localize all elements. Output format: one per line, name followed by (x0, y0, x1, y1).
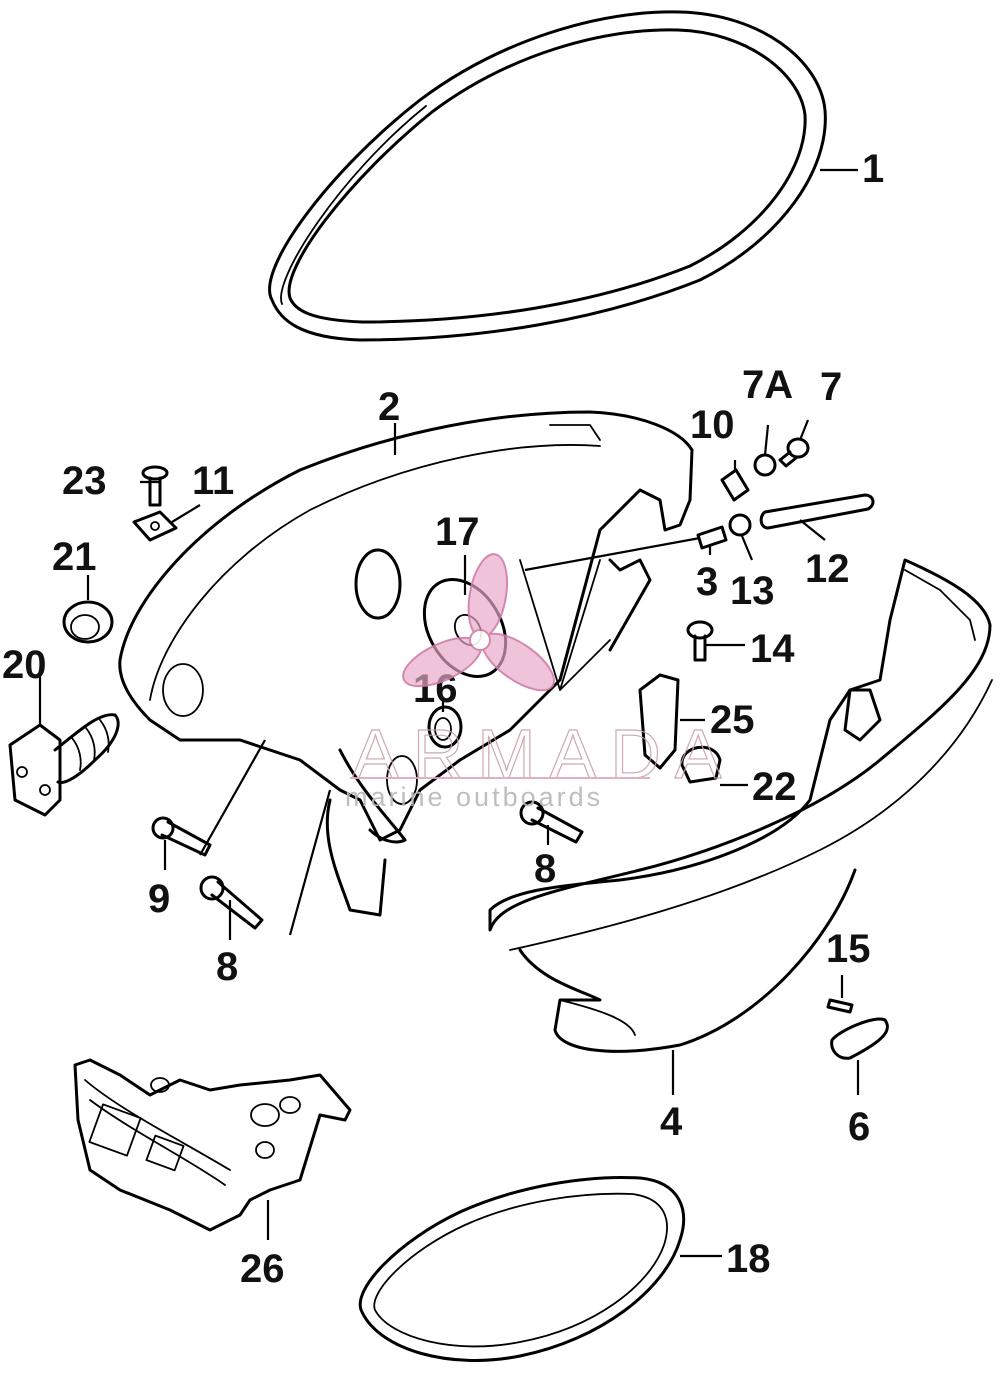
callout-23: 23 (62, 459, 107, 503)
part-8-bolt-right[interactable] (519, 800, 584, 844)
part-7a-washer[interactable] (753, 453, 777, 477)
part-15-screw[interactable] (826, 998, 854, 1014)
callout-4: 4 (660, 1100, 683, 1144)
part-1-top-seal[interactable] (268, 10, 827, 342)
part-2-upper-cowl[interactable] (118, 410, 694, 917)
callout-2: 2 (378, 385, 400, 429)
callout-10: 10 (690, 403, 735, 447)
part-26-bracket[interactable] (73, 1058, 352, 1232)
callout-26: 26 (240, 1247, 285, 1291)
callout-17: 17 (435, 510, 480, 554)
callout-1: 1 (862, 147, 884, 191)
part-11-clip[interactable] (132, 510, 178, 542)
callout-13: 13 (730, 569, 775, 613)
callout-9: 9 (148, 877, 170, 921)
callout-6: 6 (848, 1105, 870, 1149)
callout-20: 20 (2, 643, 47, 687)
part-6-knob[interactable] (830, 1017, 889, 1060)
callout-14: 14 (750, 627, 795, 671)
propeller-icon (402, 553, 555, 692)
callout-8-right: 8 (534, 847, 556, 891)
callout-labels: 1 2 3 4 6 7 7A 8 8 9 10 11 12 13 14 15 1… (2, 147, 884, 1291)
part-3-bushing[interactable] (696, 525, 728, 550)
watermark: ARMADA marine outboards (345, 553, 735, 812)
part-20-grommet[interactable] (8, 713, 120, 817)
callout-25: 25 (710, 698, 755, 742)
part-21-ring[interactable] (62, 600, 114, 644)
part-25-bracket[interactable] (638, 673, 680, 770)
part-14-screw[interactable] (686, 620, 714, 662)
part-7-screw[interactable] (778, 437, 810, 468)
callout-8-left: 8 (216, 945, 238, 989)
leader-lines (38, 168, 860, 1258)
part-8-bolt-left[interactable] (199, 875, 264, 930)
part-13-nut[interactable] (728, 513, 752, 537)
part-23-screw[interactable] (141, 465, 169, 507)
watermark-brand: ARMADA (352, 715, 735, 793)
part-10-clip[interactable] (720, 468, 750, 502)
callout-18: 18 (726, 1237, 771, 1281)
part-12-rod[interactable] (759, 493, 875, 530)
callout-22: 22 (752, 765, 797, 809)
part-4-lower-cowl[interactable] (488, 558, 993, 1053)
part-16-seal[interactable] (427, 705, 463, 749)
part-22-nut[interactable] (680, 745, 722, 784)
watermark-tagline: marine outboards (345, 782, 603, 812)
callout-21: 21 (52, 535, 97, 579)
callout-7a: 7A (742, 363, 793, 407)
callout-3: 3 (696, 560, 718, 604)
callout-12: 12 (805, 547, 850, 591)
callout-7: 7 (820, 365, 842, 409)
part-18-bottom-seal[interactable] (358, 1176, 686, 1362)
part-9-bolt[interactable] (151, 816, 212, 857)
callout-15: 15 (826, 927, 871, 971)
callout-11: 11 (192, 459, 234, 503)
